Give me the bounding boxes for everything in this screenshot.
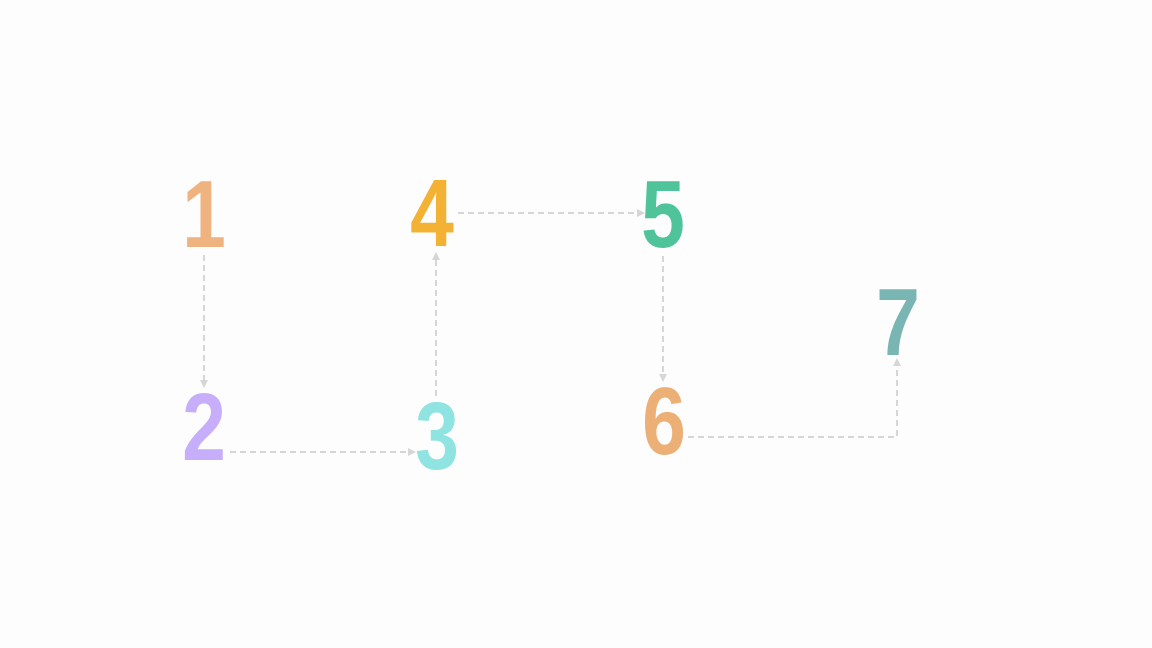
step-number-7: 7 [876,269,920,376]
step-number-3: 3 [415,383,459,490]
connector-6-to-7 [688,358,901,438]
step-number-4: 4 [410,160,454,267]
step-number-6: 6 [642,368,686,475]
step-number-5: 5 [641,161,685,268]
step-number-1: 1 [182,161,226,268]
step-number-2: 2 [182,374,226,481]
